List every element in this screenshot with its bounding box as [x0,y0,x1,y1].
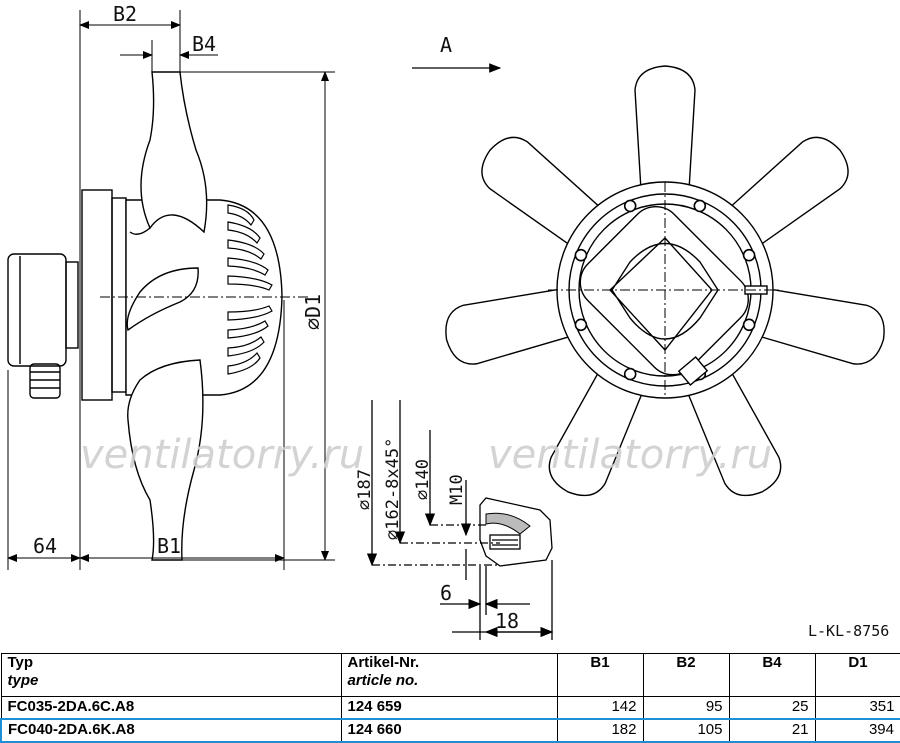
watermark-left: ventilatorry.ru [80,432,364,478]
technical-drawing: B2 B4 64 B1 ⌀D1 A ventilatorry.ru ventil… [7,2,889,640]
side-dimensions [7,10,335,570]
dim-6: 6 [440,581,452,605]
dim-b2: B2 [113,2,137,26]
drawing-reference: L-KL-8756 [808,622,889,640]
dim-d162: ⌀162-8x45° [383,438,403,540]
header-article-label: Artikel-Nr. [347,654,420,671]
side-view [7,71,310,561]
dim-m10: M10 [447,474,467,505]
dim-18: 18 [495,609,519,633]
header-b4: B4 [728,653,816,697]
cell-article: 124 660 [340,717,558,743]
dim-64: 64 [33,534,57,558]
header-b1: B1 [556,653,644,697]
header-type-sub: type [7,672,39,689]
bolt-hole [574,318,588,332]
header-d1: D1 [814,653,900,697]
cell-b2: 105 [642,717,730,743]
header-type: Typ type [0,653,342,697]
cell-b4: 25 [728,695,816,720]
fan-blade [548,368,645,497]
cell-b4: 21 [728,717,816,743]
dim-d140: ⌀140 [413,459,433,500]
cell-d1: 394 [814,717,900,743]
fan-blade [481,136,603,248]
header-b2: B2 [642,653,730,697]
bolt-hole [742,248,756,262]
dim-b4: B4 [192,32,216,56]
fan-blade [634,65,696,191]
fan-blade [756,288,885,365]
bolt-hole [742,318,756,332]
bolt-hole [574,248,588,262]
cell-article: 124 659 [340,695,558,720]
dim-d1: ⌀D1 [301,294,325,330]
header-article-sub: article no. [347,672,419,689]
header-type-label: Typ [7,654,34,671]
cell-b1: 182 [556,717,644,743]
cell-b2: 95 [642,695,730,720]
bolt-hole [693,199,707,213]
front-view [445,65,885,497]
spec-table: Typ type Artikel-Nr. article no. B1 B2 B… [0,653,900,743]
view-label-a: A [440,33,452,57]
flange-detail [366,400,554,640]
cell-type: FC040-2DA.6K.A8 [0,717,342,743]
fan-blade [727,136,849,248]
cell-b1: 142 [556,695,644,720]
dim-d187: ⌀187 [355,469,375,510]
fan-blade [445,288,574,365]
bolt-hole [623,199,637,213]
header-article: Artikel-Nr. article no. [340,653,558,697]
fan-blade [685,368,782,497]
cell-type: FC035-2DA.6C.A8 [0,695,342,720]
table-row: FC035-2DA.6C.A8 124 659 142 95 25 351 [0,695,900,720]
dim-b1: B1 [157,534,181,558]
table-header-row: Typ type Artikel-Nr. article no. B1 B2 B… [0,653,900,697]
table-row-highlighted: FC040-2DA.6K.A8 124 660 182 105 21 394 [0,717,900,743]
bolt-hole [623,367,637,381]
watermark-right: ventilatorry.ru [488,432,772,478]
cell-d1: 351 [814,695,900,720]
